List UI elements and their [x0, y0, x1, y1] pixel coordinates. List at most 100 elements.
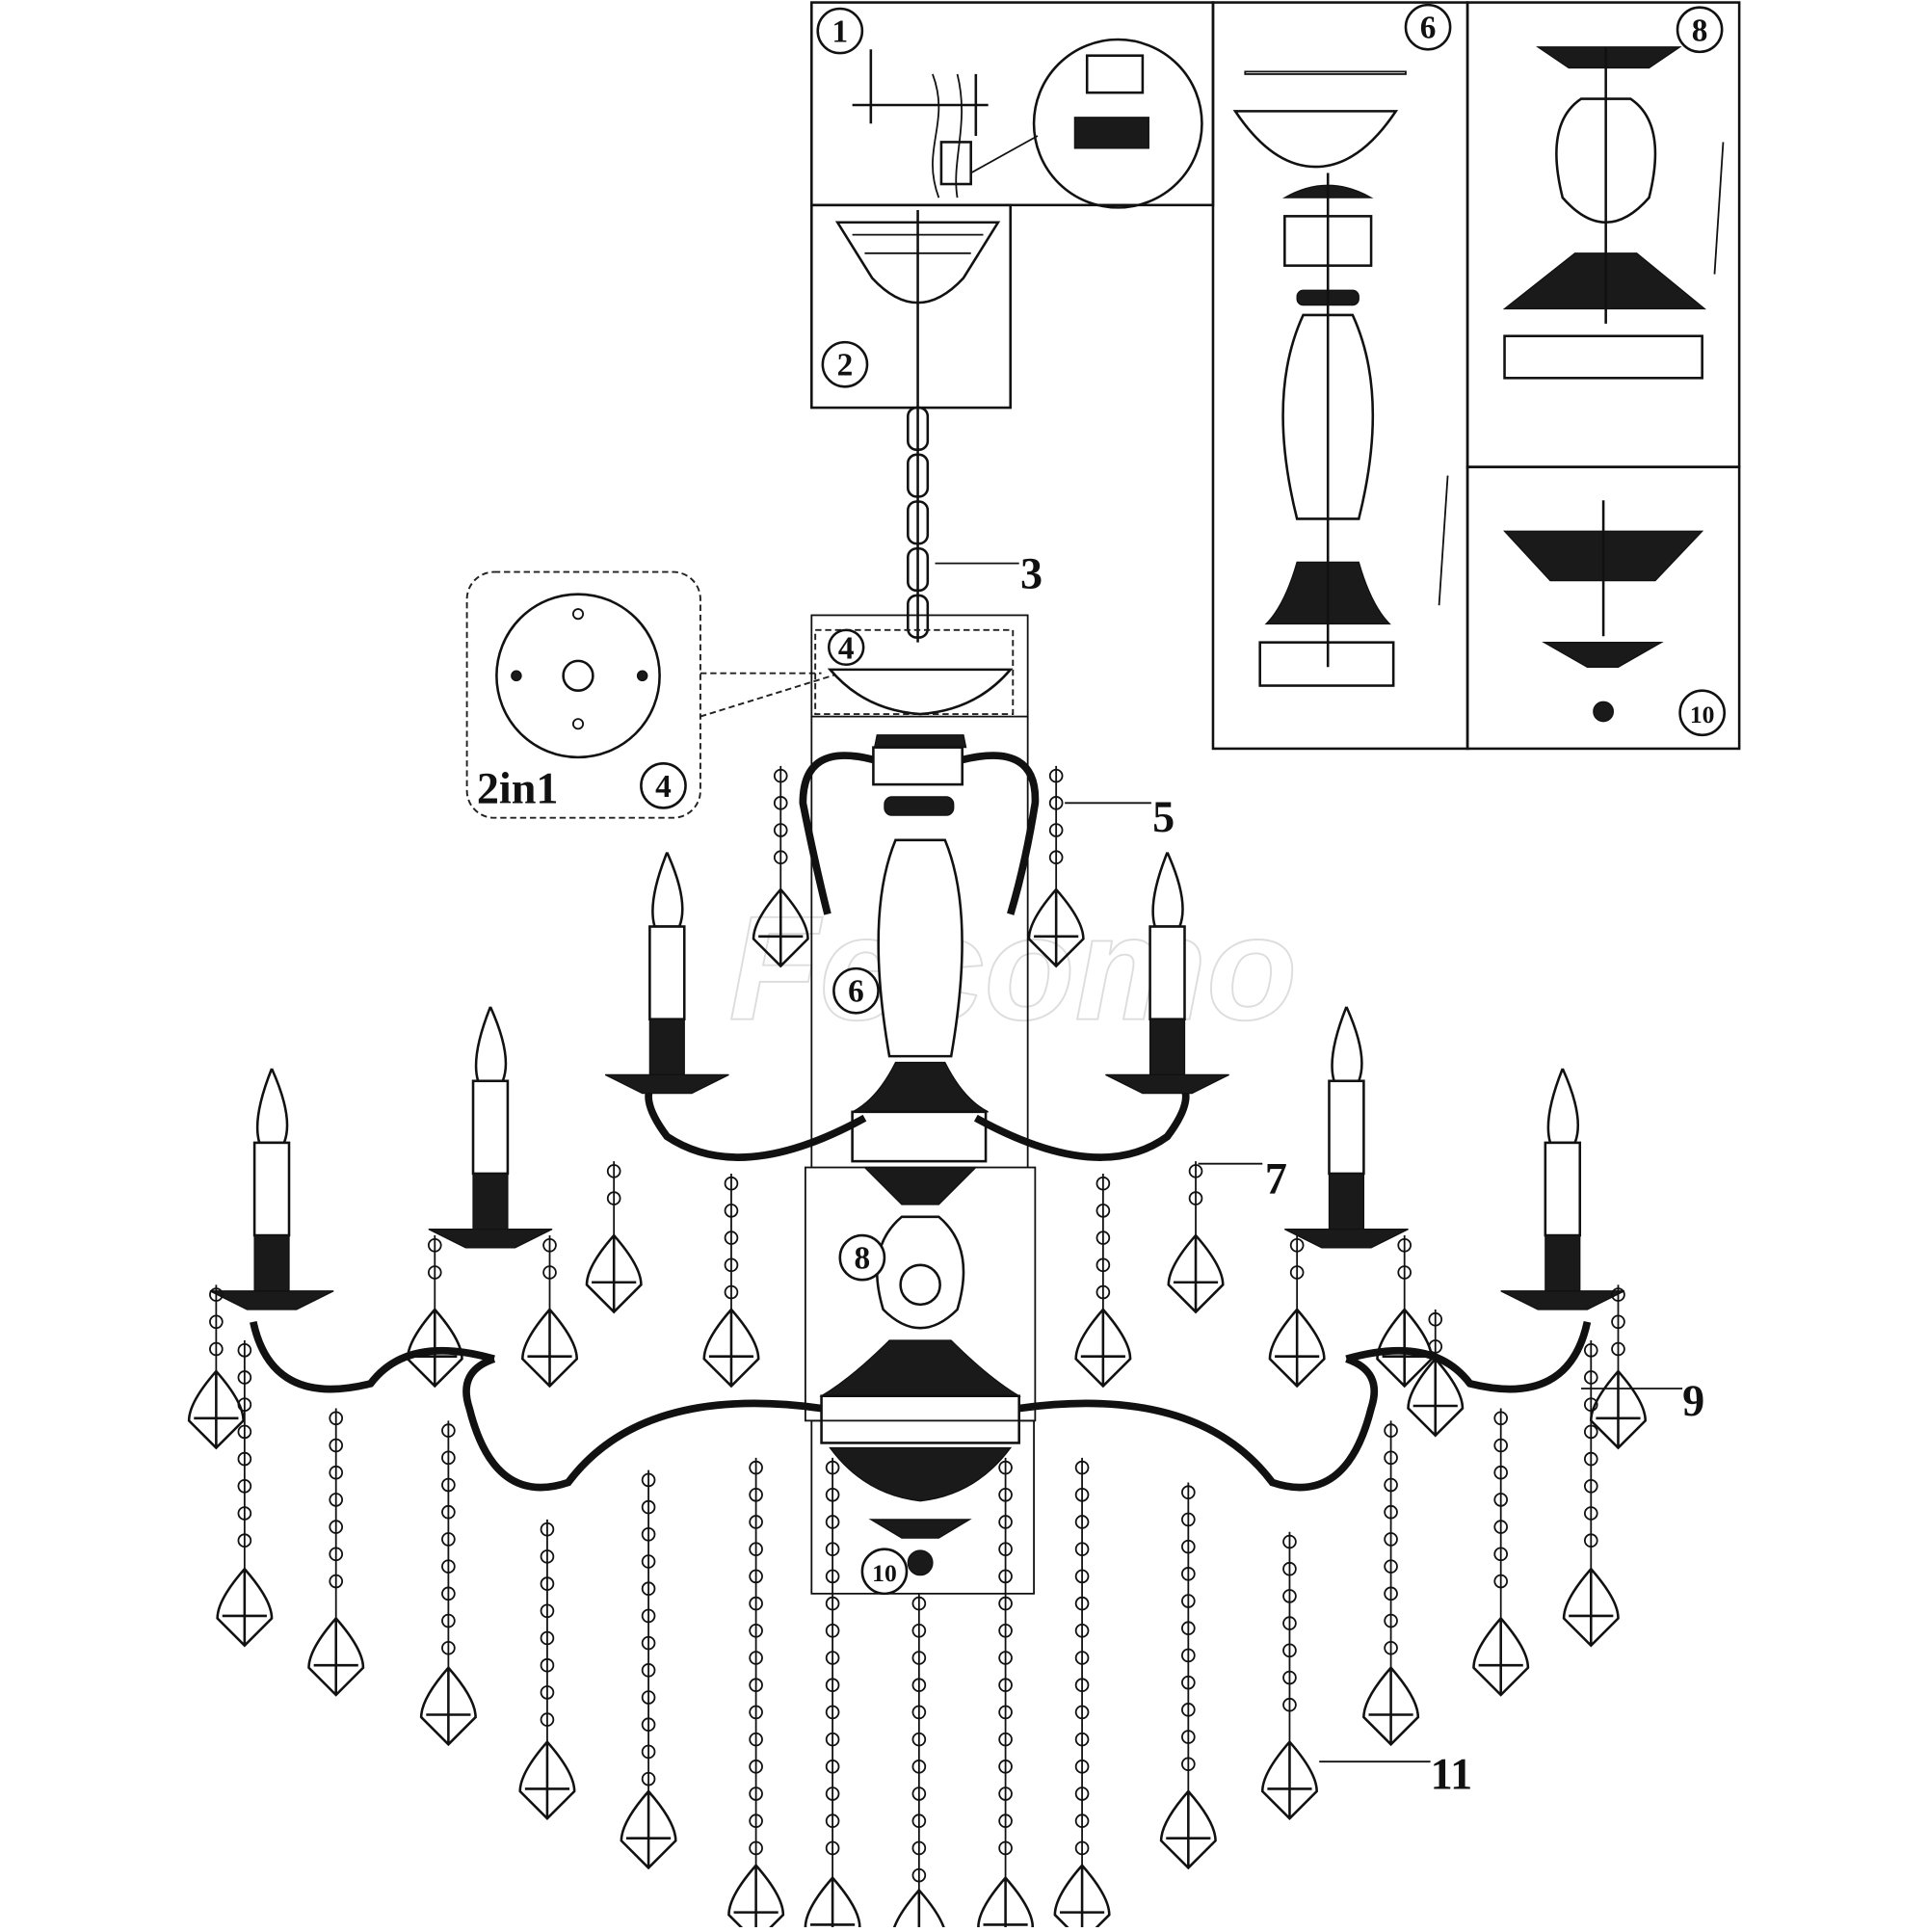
crystal-strand — [518, 1519, 576, 1820]
crystal-bead — [540, 1630, 555, 1646]
crystal-strand — [1589, 1284, 1647, 1450]
pendant-crystal — [419, 1665, 477, 1747]
crystal-bead — [825, 1460, 840, 1475]
crystal-bead — [998, 1732, 1013, 1747]
crystal-bead — [1074, 1760, 1090, 1774]
crystal-bead — [1384, 1450, 1398, 1466]
crystal-bead — [998, 1786, 1013, 1801]
crystal-bead — [1074, 1569, 1090, 1584]
candle-sleeve — [1148, 925, 1186, 1020]
crystal-strand — [977, 1457, 1035, 1932]
flame-bulb — [1546, 1068, 1580, 1145]
crystal-bead — [209, 1287, 224, 1302]
crystal-bead — [1074, 1840, 1090, 1856]
step-marker-2: 2 — [821, 340, 869, 388]
crystal-bead — [911, 1732, 927, 1747]
crystal-bead — [606, 1164, 621, 1178]
crystal-bead — [1611, 1287, 1625, 1302]
crystal-bead — [641, 1554, 656, 1569]
crystal-bead — [825, 1624, 840, 1638]
candle-cup — [253, 1234, 290, 1292]
crystal-bead — [998, 1569, 1013, 1584]
crystal-bead — [724, 1257, 739, 1273]
crystal-bead — [441, 1586, 456, 1601]
crystal-strand — [727, 1457, 785, 1932]
pendant-crystal — [1268, 1308, 1326, 1389]
candle — [604, 852, 729, 1095]
pendant-crystal — [1362, 1665, 1420, 1747]
crystal-strand — [216, 1340, 274, 1648]
crystal-strand — [1562, 1340, 1620, 1648]
crystal-bead — [1493, 1465, 1509, 1480]
crystal-bead — [724, 1284, 739, 1300]
pendant-crystal — [752, 887, 809, 968]
svg-text:6: 6 — [848, 974, 864, 1010]
crystal-bead — [641, 1744, 656, 1760]
crystal-strand — [804, 1457, 861, 1932]
crystal-bead — [825, 1651, 840, 1665]
step-marker-6: 6 — [832, 966, 880, 1015]
crystal-bead — [1384, 1640, 1398, 1655]
candles — [209, 852, 1625, 1310]
part-label-5: 5 — [1152, 792, 1175, 841]
crystal-bead — [237, 1451, 252, 1467]
crystal-bead — [998, 1705, 1013, 1720]
crystal-bead — [749, 1678, 763, 1693]
crystal-bead — [825, 1487, 840, 1502]
crystal-bead — [1282, 1670, 1297, 1685]
step10-panel — [1465, 465, 1741, 751]
crystal-bead — [825, 1705, 840, 1720]
svg-text:8: 8 — [855, 1241, 871, 1277]
crystal-strand — [1407, 1309, 1465, 1438]
crystal-bead — [329, 1465, 344, 1480]
crystal-bead — [749, 1786, 763, 1801]
crystal-bead — [1289, 1265, 1305, 1280]
candle-sleeve — [1544, 1141, 1582, 1237]
bobeche — [1105, 1073, 1229, 1095]
pendant-crystal — [1407, 1357, 1465, 1438]
crystal-bead — [749, 1840, 763, 1856]
crystal-bead — [911, 1596, 927, 1611]
crystal-bead — [911, 1760, 927, 1774]
chain-link — [907, 406, 930, 451]
crystal-bead — [1074, 1624, 1090, 1638]
crystal-bead — [1282, 1616, 1297, 1630]
crystal-bead — [329, 1438, 344, 1453]
crystal-bead — [911, 1840, 927, 1856]
scroll-arm — [1345, 1320, 1592, 1393]
crystal-bead — [441, 1477, 456, 1493]
crystal-strands — [187, 765, 1647, 1932]
crystal-bead — [911, 1624, 927, 1638]
pendant-crystal — [1562, 1567, 1620, 1648]
mounting-plate-inset: 2in1 — [465, 570, 841, 819]
crystal-bead — [641, 1499, 656, 1515]
crystal-bead — [1493, 1438, 1509, 1453]
flame-bulb — [255, 1068, 289, 1145]
crystal-bead — [1493, 1493, 1509, 1507]
main-assembly — [805, 209, 1037, 1595]
crystal-bead — [1181, 1594, 1196, 1608]
crystal-bead — [825, 1596, 840, 1611]
crystal-bead — [1074, 1460, 1090, 1475]
crystal-bead — [825, 1760, 840, 1774]
crystal-bead — [641, 1771, 656, 1786]
step-marker-4: 4 — [827, 628, 865, 666]
crystal-bead — [209, 1341, 224, 1357]
crystal-bead — [749, 1651, 763, 1665]
crystal-bead — [998, 1542, 1013, 1557]
crystal-bead — [825, 1515, 840, 1529]
crystal-strand — [419, 1420, 477, 1747]
crystal-bead — [825, 1813, 840, 1829]
step-marker-1: 1 — [816, 7, 864, 55]
crystal-bead — [441, 1504, 456, 1520]
step-marker-4-inset: 4 — [640, 762, 687, 809]
crystal-strand — [1362, 1420, 1420, 1747]
svg-text:4: 4 — [838, 630, 855, 666]
part-callouts: 3 5 7 9 11 — [935, 548, 1704, 1798]
crystal-bead — [1384, 1586, 1398, 1601]
crystal-bead — [1074, 1542, 1090, 1557]
crystal-strand — [1376, 1235, 1434, 1389]
candle-cup — [648, 1019, 685, 1076]
crystal-bead — [1074, 1732, 1090, 1747]
pendant-crystal — [1053, 1863, 1111, 1932]
